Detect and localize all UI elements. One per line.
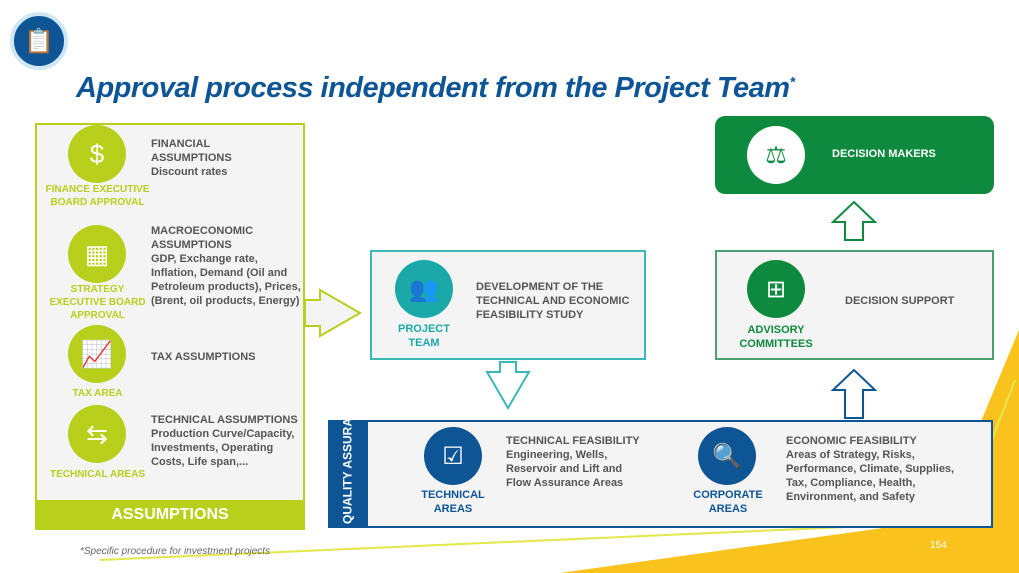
assumption-label: TAX AREA (72, 388, 123, 399)
technical-feasibility-detail: Engineering, Wells, Reservoir and Lift a… (506, 449, 624, 489)
technical-areas-label: TECHNICAL AREAS (421, 489, 485, 515)
advisory-committees-label: ADVISORY COMMITTEES (739, 324, 813, 350)
quality-assurance-side: QUALITY ASSURANCE (328, 393, 368, 528)
assumption-heading: TAX ASSUMPTIONS (151, 351, 256, 363)
corporate-areas-label: CORPORATE AREAS (693, 489, 763, 515)
checklist-clipboard-icon: ☑ (424, 427, 482, 485)
economic-feasibility-heading: ECONOMIC FEASIBILITY (786, 435, 917, 447)
growth-chart-icon: 📈 (68, 325, 126, 383)
gavel-icon: ⚖ (747, 126, 805, 184)
assumption-label: TECHNICAL AREAS (49, 469, 145, 480)
project-team-text: DEVELOPMENT OF THE TECHNICAL AND ECONOMI… (476, 281, 630, 321)
presentation-board-icon: ▦ (68, 225, 126, 283)
assumption-detail: Discount rates (151, 166, 228, 178)
clipboard-shield-logo-icon: 📋 (10, 12, 68, 70)
project-team-label: PROJECT TEAM (398, 323, 450, 349)
page-title: Approval process independent from the Pr… (76, 72, 795, 104)
decision-support-text: DECISION SUPPORT (845, 295, 955, 307)
arrow-up-to-decision (830, 200, 878, 241)
footnote: *Specific procedure for investment proje… (80, 546, 271, 557)
signpost-icon: ⇆ (68, 405, 126, 463)
page-number: 154 (930, 540, 947, 551)
assumption-label: STRATEGY EXECUTIVE BOARD APPROVAL (49, 284, 146, 321)
assumption-heading: TECHNICAL ASSUMPTIONS (151, 414, 298, 426)
financial-report-icon: $ (68, 125, 126, 183)
assumption-label: FINANCE EXECUTIVE BOARD APPROVAL (45, 184, 150, 208)
arrow-up-to-advisory (830, 368, 878, 419)
technical-feasibility-heading: TECHNICAL FEASIBILITY (506, 435, 640, 447)
decision-makers-label: DECISION MAKERS (832, 148, 936, 160)
assumption-heading: FINANCIAL ASSUMPTIONS (151, 138, 232, 164)
assumption-detail: Production Curve/Capacity, Investments, … (151, 428, 295, 468)
assumption-detail: GDP, Exchange rate, Inflation, Demand (O… (151, 253, 301, 307)
arrow-right (304, 288, 363, 338)
team-people-icon: 👥 (395, 260, 453, 318)
clipboard-magnifier-icon: 🔍 (698, 427, 756, 485)
assumption-heading: MACROECONOMIC ASSUMPTIONS (151, 225, 254, 251)
arrow-down (485, 361, 531, 410)
economic-feasibility-detail: Areas of Strategy, Risks, Performance, C… (786, 449, 955, 503)
org-chart-icon: ⊞ (747, 260, 805, 318)
assumptions-footer: ASSUMPTIONS (35, 500, 305, 530)
